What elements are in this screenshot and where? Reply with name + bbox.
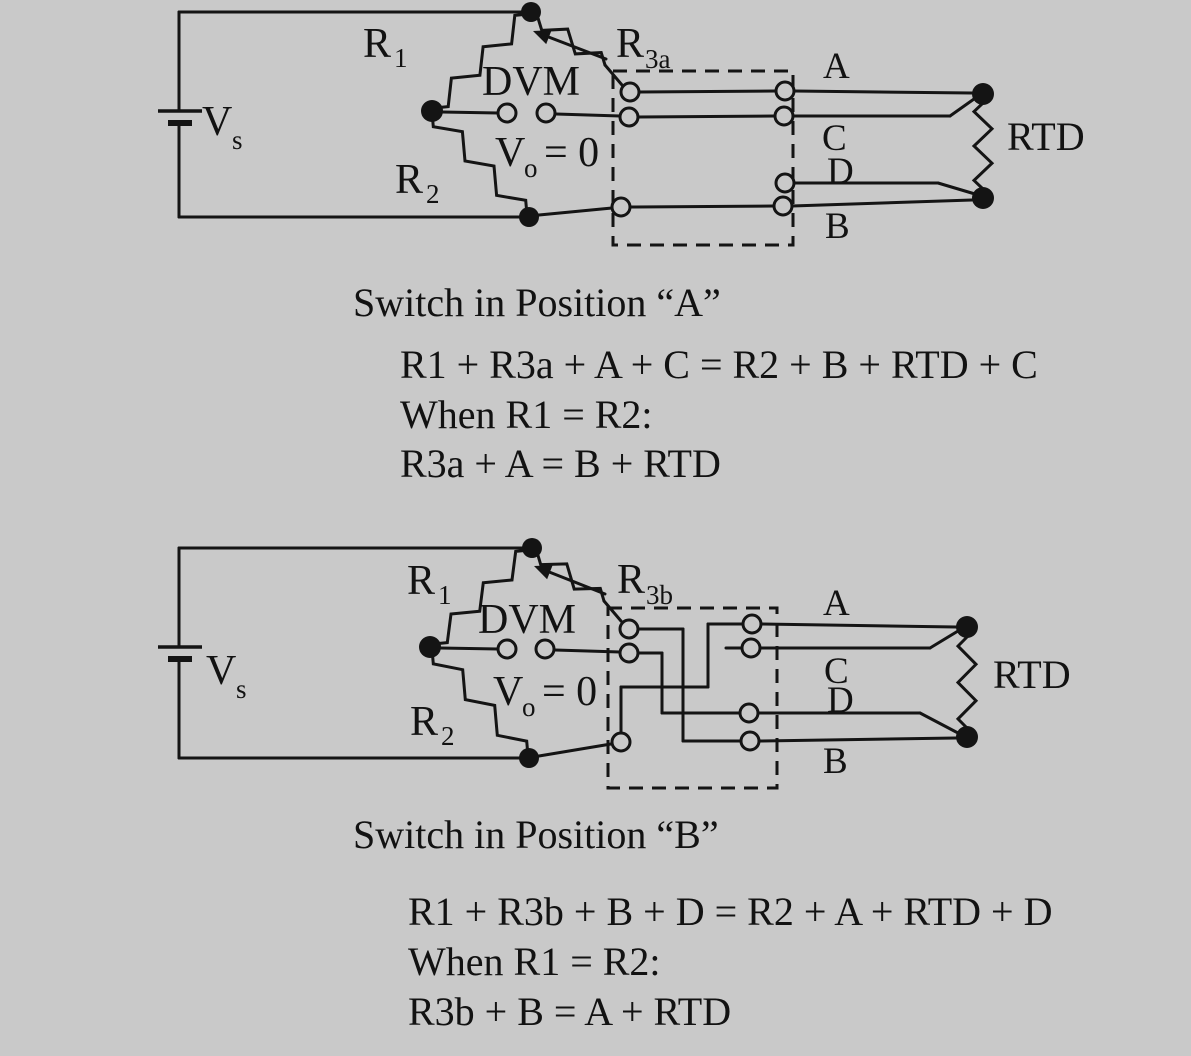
vs-label-b: V bbox=[206, 648, 236, 694]
wiper-arrow-b bbox=[534, 565, 607, 596]
bridge-bottom-node-b bbox=[519, 748, 539, 768]
bridge-left-node-a bbox=[421, 100, 443, 122]
bridge-left-node-b bbox=[419, 636, 441, 658]
switch-left-terminal-1-b bbox=[618, 618, 640, 640]
rtd-bottom-node-a bbox=[972, 187, 994, 209]
dvm-terminal-right-a bbox=[535, 102, 557, 124]
rtd-top-node-b bbox=[956, 616, 978, 638]
switch-right-terminal-c-b bbox=[740, 637, 762, 659]
r3b-label: R bbox=[617, 557, 645, 603]
switch-right-terminal-c-a bbox=[773, 105, 795, 127]
r3a-sub: 3a bbox=[645, 44, 671, 74]
switch-box-b bbox=[606, 606, 779, 790]
battery-icon-b bbox=[158, 645, 202, 662]
switch-right-terminal-a-b bbox=[741, 613, 763, 635]
rtd-a bbox=[971, 83, 995, 209]
wire-b-label-b: B bbox=[823, 741, 848, 782]
rtd-label-b: RTD bbox=[993, 652, 1071, 697]
wire-d-label-a: D bbox=[827, 151, 854, 192]
equation-b-3: R3b + B = A + RTD bbox=[408, 989, 731, 1034]
switch-right-terminal-b-a bbox=[772, 195, 794, 217]
r3a-variable-resistor bbox=[533, 16, 624, 87]
rtd-top-node-a bbox=[972, 83, 994, 105]
dvm-terminal-left-b bbox=[496, 638, 518, 660]
rtd-bottom-node-b bbox=[956, 726, 978, 748]
switch-left-terminal-3-a bbox=[610, 196, 632, 218]
equation-a-2: When R1 = R2: bbox=[400, 392, 653, 437]
rtd-label-a: RTD bbox=[1007, 114, 1085, 159]
equation-b-2: When R1 = R2: bbox=[408, 939, 661, 984]
r1-resistor-a bbox=[432, 12, 531, 110]
vo-label-b: V bbox=[493, 669, 523, 715]
switch-right-terminal-b-b bbox=[739, 730, 761, 752]
r3b-variable-resistor bbox=[534, 550, 623, 623]
r1-resistor-b bbox=[431, 548, 532, 646]
caption-a: Switch in Position “A” bbox=[353, 280, 721, 325]
vs-sub-b: s bbox=[236, 674, 247, 704]
switch-right-terminal-a-a bbox=[774, 80, 796, 102]
vo-rest-b: = 0 bbox=[542, 669, 597, 715]
r2-sub-b: 2 bbox=[441, 721, 455, 751]
r3a-label: R bbox=[616, 21, 644, 67]
equation-a-1: R1 + R3a + A + C = R2 + B + RTD + C bbox=[400, 342, 1038, 387]
dvm-terminal-left-a bbox=[496, 102, 518, 124]
switch-left-terminal-2-b bbox=[618, 642, 640, 664]
vo-sub-b: o bbox=[522, 692, 536, 722]
switch-internal-wires-b bbox=[619, 622, 745, 743]
switch-right-terminal-d-a bbox=[774, 172, 796, 194]
supply-loop-a bbox=[177, 10, 533, 219]
lead-wires-b bbox=[756, 622, 960, 743]
switch-left-terminal-3-b bbox=[610, 731, 632, 753]
r2-resistor-b bbox=[430, 647, 530, 758]
rtd-b bbox=[955, 616, 979, 748]
r1-sub-b: 1 bbox=[438, 580, 452, 610]
r1-sub-a: 1 bbox=[394, 43, 408, 73]
switch-box-a bbox=[611, 69, 795, 247]
bridge-bottom-node-a bbox=[519, 207, 539, 227]
dvm-terminal-right-b bbox=[534, 638, 556, 660]
equation-b-1: R1 + R3b + B + D = R2 + A + RTD + D bbox=[408, 889, 1052, 934]
bridge-a bbox=[430, 12, 622, 217]
dvm-label-b: DVM bbox=[478, 597, 576, 643]
r1-label-a: R bbox=[363, 21, 391, 67]
lead-wires-a bbox=[790, 89, 977, 208]
wiper-arrow-a bbox=[533, 30, 608, 61]
dvm-label-a: DVM bbox=[482, 59, 580, 105]
bridge-top-node-a bbox=[521, 2, 541, 22]
wire-c-label-b: C bbox=[824, 651, 849, 692]
bridge-top-node-b bbox=[522, 538, 542, 558]
vo-rest-a: = 0 bbox=[544, 130, 599, 176]
r2-resistor-a bbox=[430, 110, 529, 217]
vo-label-a: V bbox=[495, 130, 525, 176]
wire-a-label-a: A bbox=[823, 46, 850, 87]
battery-icon-a bbox=[158, 109, 202, 126]
wire-a-label-b: A bbox=[823, 583, 850, 624]
vo-sub-a: o bbox=[524, 153, 538, 183]
wire-c-label-a: C bbox=[822, 118, 847, 159]
r3b-sub: 3b bbox=[646, 580, 673, 610]
switch-left-terminal-1-a bbox=[619, 81, 641, 103]
r2-label-b: R bbox=[410, 699, 438, 745]
supply-loop-b bbox=[177, 546, 534, 760]
switch-left-terminal-2-a bbox=[618, 106, 640, 128]
bridge-b bbox=[430, 548, 622, 758]
r2-sub-a: 2 bbox=[426, 179, 440, 209]
equation-a-3: R3a + A = B + RTD bbox=[400, 441, 721, 486]
r1-label-b: R bbox=[407, 558, 435, 604]
circuit-b: V s R 1 R 2 DVM V o = 0 R 3b bbox=[158, 538, 1071, 790]
switch-right-terminal-d-b bbox=[738, 702, 760, 724]
caption-b: Switch in Position “B” bbox=[353, 812, 719, 857]
wire-b-label-a: B bbox=[825, 206, 850, 247]
vs-label-a: V bbox=[202, 99, 232, 145]
switch-internal-wires-a bbox=[628, 89, 778, 209]
circuit-a: V s R 1 R 2 DVM V o = 0 R 3a bbox=[158, 2, 1085, 247]
wire-d-label-b: D bbox=[827, 680, 854, 721]
r2-label-a: R bbox=[395, 157, 423, 203]
vs-sub-a: s bbox=[232, 125, 243, 155]
